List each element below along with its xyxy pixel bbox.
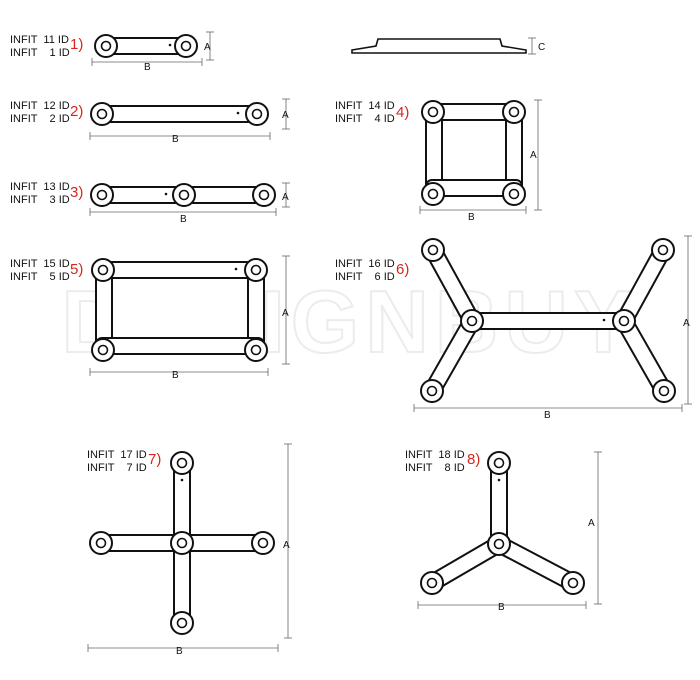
fitting-4-frame [421, 100, 526, 206]
fitting-4-dims [419, 99, 542, 214]
dim-a-8: A [588, 518, 595, 529]
fitting-1-dims [91, 31, 214, 66]
label-line-1: INFIT 16 ID [335, 258, 395, 270]
item-number-1: 1) [70, 36, 84, 53]
label-line-1: INFIT 17 ID [87, 449, 147, 461]
dim-b-8: B [498, 602, 505, 613]
fitting-2-bar [90, 102, 269, 126]
dim-a-4: A [530, 150, 537, 161]
fitting-8-dims [417, 451, 602, 609]
label-line-2: INFIT 1 ID [10, 47, 70, 59]
label-line-2: INFIT 2 ID [10, 113, 70, 125]
item-number-6: 6) [396, 261, 410, 278]
fitting-1-bar [94, 34, 198, 58]
fitting-8-y [420, 451, 585, 595]
item-number-2: 2) [70, 103, 84, 120]
profile-side-view [351, 37, 536, 55]
fitting-7-cross [89, 451, 275, 635]
label-line-2: INFIT 6 ID [335, 271, 395, 283]
label-line-2: INFIT 5 ID [10, 271, 70, 283]
label-line-2: INFIT 3 ID [10, 194, 70, 206]
item-number-3: 3) [70, 184, 84, 201]
label-line-1: INFIT 11 ID [10, 34, 69, 46]
dim-b-2: B [172, 134, 179, 145]
label-line-1: INFIT 13 ID [10, 181, 70, 193]
dim-a-3: A [282, 192, 289, 203]
label-line-2: INFIT 4 ID [335, 113, 395, 125]
item-number-4: 4) [396, 104, 410, 121]
fitting-2-dims [89, 98, 290, 140]
dim-b-5: B [172, 370, 179, 381]
item-number-5: 5) [70, 261, 84, 278]
dim-b-7: B [176, 646, 183, 657]
label-line-1: INFIT 14 ID [335, 100, 395, 112]
dim-a-6: A [683, 318, 690, 329]
dim-a-7: A [283, 540, 290, 551]
label-line-1: INFIT 15 ID [10, 258, 70, 270]
fitting-5-frame [91, 258, 268, 362]
dim-b-1: B [144, 62, 151, 73]
label-line-2: INFIT 8 ID [405, 462, 465, 474]
dim-a-2: A [282, 110, 289, 121]
dim-b-3: B [180, 214, 187, 225]
item-number-7: 7) [148, 451, 162, 468]
fitting-5-dims [89, 255, 290, 376]
fitting-6-dims [413, 235, 692, 412]
fitting-6-spider [420, 238, 676, 403]
fitting-3-dims [89, 182, 290, 216]
dim-a-5: A [282, 308, 289, 319]
label-line-2: INFIT 7 ID [87, 462, 147, 474]
dim-a-1: A [204, 42, 211, 53]
item-number-8: 8) [467, 451, 481, 468]
label-line-1: INFIT 12 ID [10, 100, 70, 112]
dim-b-6: B [544, 410, 551, 421]
dim-c: C [538, 42, 545, 53]
fitting-7-dims [87, 443, 292, 652]
dim-b-4: B [468, 212, 475, 223]
label-line-1: INFIT 18 ID [405, 449, 465, 461]
fitting-3-bar [90, 183, 276, 207]
